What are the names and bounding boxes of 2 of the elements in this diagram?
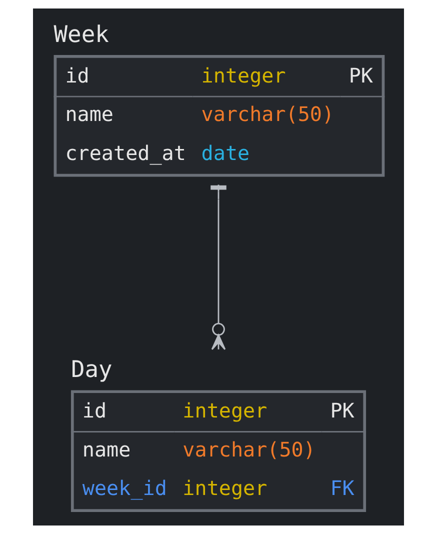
node-label: Day [70,357,112,384]
node-label: Week [53,22,108,48]
